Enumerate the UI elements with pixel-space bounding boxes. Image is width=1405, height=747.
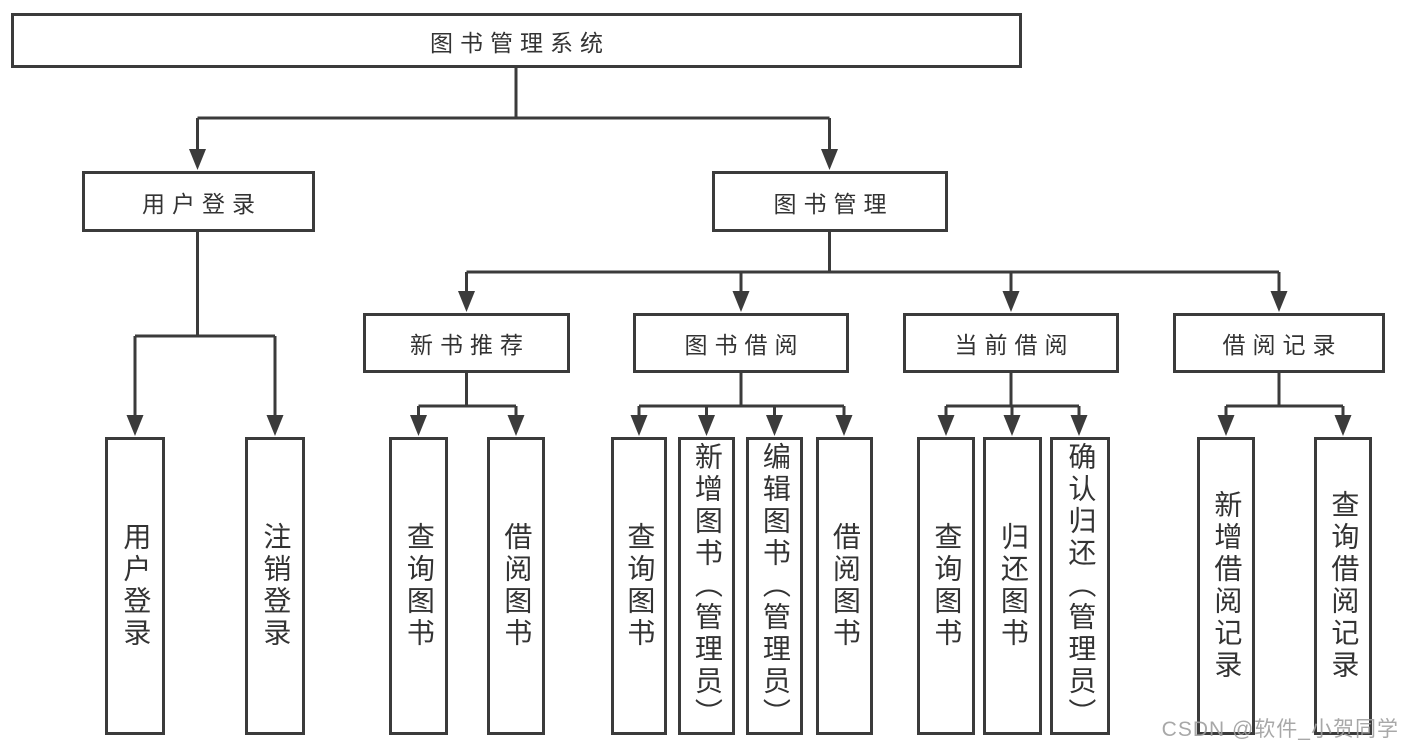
leaf-label: 新增图书（管理员）: [691, 442, 723, 730]
node-book-borrowing: 图书借阅: [633, 313, 849, 373]
leaf-label: 查询图书: [624, 522, 656, 650]
arrowhead: [1002, 291, 1020, 312]
leaf-label: 查询图书: [403, 522, 435, 650]
node-label: 借阅记录: [1222, 332, 1343, 358]
leaf-label: 编辑图书（管理员）: [759, 442, 791, 730]
arrowhead-group: [126, 149, 1352, 436]
leaf-label: 归还图书: [997, 522, 1029, 650]
node-user-login-branch: 用户登录: [82, 171, 315, 232]
arrowhead: [507, 415, 525, 436]
leaf-label: 用户登录: [120, 522, 152, 650]
arrowhead: [1270, 291, 1288, 312]
node-root: 图书管理系统: [11, 13, 1022, 68]
leaf-confirm-return-admin: 确认归还（管理员）: [1050, 437, 1110, 735]
arrowhead: [266, 415, 284, 436]
node-new-book-recommend: 新书推荐: [363, 313, 570, 373]
leaf-user-login: 用户登录: [105, 437, 165, 735]
leaf-borrow-books-borrowing: 借阅图书: [816, 437, 873, 735]
node-current-borrowing: 当前借阅: [903, 313, 1119, 373]
leaf-query-books-borrowing: 查询图书: [611, 437, 667, 735]
leaf-add-books-admin: 新增图书（管理员）: [678, 437, 735, 735]
arrowhead: [698, 415, 715, 436]
node-borrowing-records: 借阅记录: [1173, 313, 1385, 373]
node-root-label: 图书管理系统: [430, 29, 610, 56]
leaf-label: 借阅图书: [829, 522, 861, 650]
arrowhead: [1334, 415, 1352, 436]
leaf-query-books-recommend: 查询图书: [389, 437, 448, 735]
arrowhead: [766, 415, 783, 436]
leaf-logout: 注销登录: [245, 437, 305, 735]
arrowhead: [189, 149, 206, 170]
leaf-label: 新增借阅记录: [1211, 490, 1243, 682]
node-label: 用户登录: [142, 190, 262, 217]
leaf-label: 确认归还（管理员）: [1065, 442, 1097, 730]
leaf-query-books-current: 查询图书: [917, 437, 975, 735]
node-label: 图书借阅: [684, 332, 805, 358]
node-label: 当前借阅: [954, 332, 1075, 358]
arrowhead: [630, 415, 648, 436]
leaf-query-borrow-record: 查询借阅记录: [1314, 437, 1372, 735]
node-label: 图书管理: [773, 190, 894, 217]
arrowhead: [835, 415, 853, 436]
leaf-edit-books-admin: 编辑图书（管理员）: [746, 437, 803, 735]
arrowhead: [732, 291, 750, 312]
leaf-label: 注销登录: [260, 522, 292, 650]
leaf-label: 查询图书: [931, 522, 963, 650]
leaf-return-books: 归还图书: [983, 437, 1042, 735]
arrowhead: [1217, 415, 1235, 436]
csdn-watermark: CSDN @软件_小贺同学: [1161, 718, 1399, 741]
leaf-add-borrow-record: 新增借阅记录: [1197, 437, 1255, 735]
arrowhead: [126, 415, 144, 436]
leaf-borrow-books-recommend: 借阅图书: [487, 437, 545, 735]
arrowhead: [821, 149, 838, 170]
arrowhead: [937, 415, 955, 436]
arrowhead: [410, 415, 427, 436]
arrowhead: [1070, 415, 1088, 436]
arrowhead: [1003, 415, 1021, 436]
arrowhead: [458, 291, 475, 312]
node-book-management-branch: 图书管理: [712, 171, 948, 232]
leaf-label: 查询借阅记录: [1328, 490, 1360, 682]
node-label: 新书推荐: [410, 332, 530, 358]
leaf-label: 借阅图书: [501, 522, 533, 650]
